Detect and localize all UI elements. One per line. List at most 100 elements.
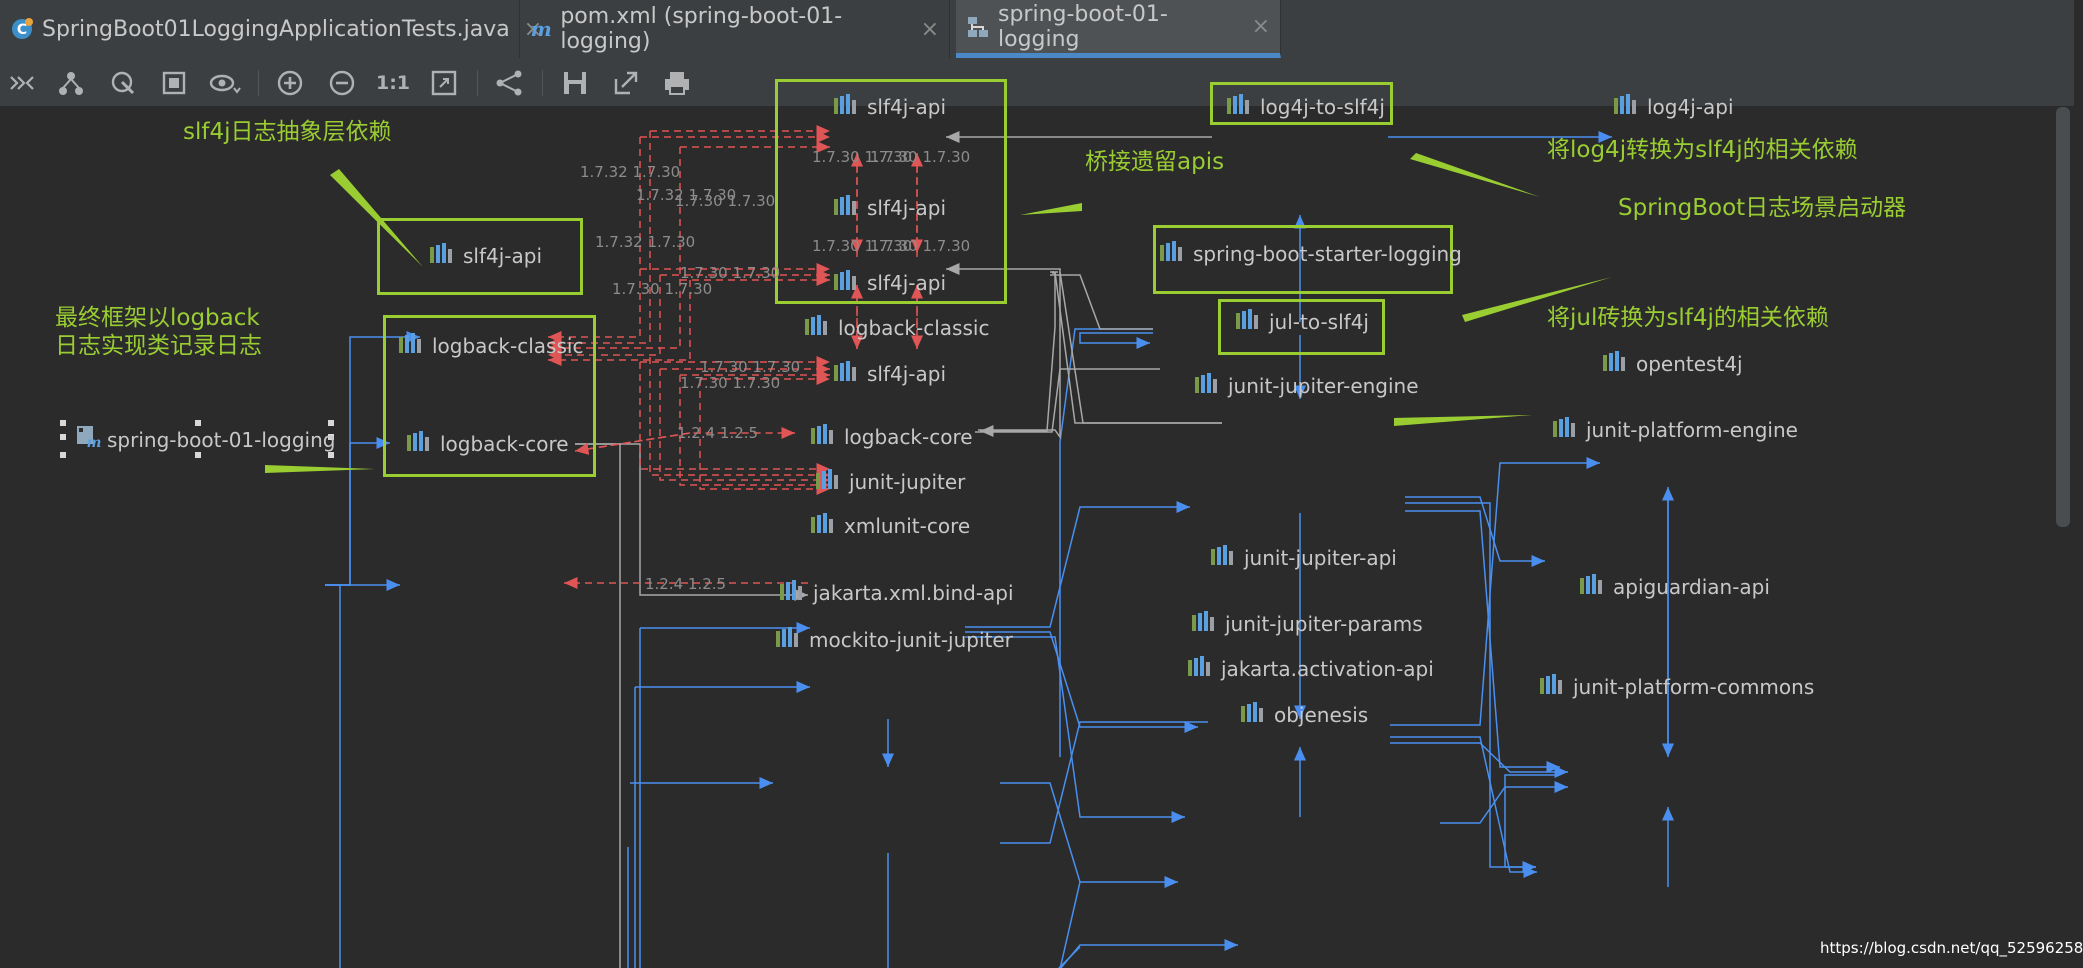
tab-label: pom.xml (spring-boot-01-logging) [560, 4, 843, 54]
node-mockito-junit-jupiter[interactable]: mockito-junit-jupiter [776, 627, 1013, 652]
export-icon[interactable] [609, 66, 643, 100]
maven-artifact-icon [816, 469, 842, 494]
fit-page-icon[interactable] [427, 66, 461, 100]
watermark-url: https://blog.csdn.net/qq_52596258 [1820, 939, 2083, 957]
svg-text:m: m [87, 435, 102, 451]
node-apiguardian-api[interactable]: apiguardian-api [1580, 574, 1770, 599]
node-root-module[interactable]: m spring-boot-01-logging [76, 425, 336, 454]
node-label: spring-boot-starter-logging [1193, 241, 1462, 266]
zoom-out-icon[interactable] [325, 66, 359, 100]
tab-springboot01-tests[interactable]: C SpringBoot01LoggingApplicationTests.ja… [0, 0, 542, 58]
highlight-box-logback [383, 315, 596, 477]
edge-label: 1.7.30 1.7.30 [612, 280, 713, 298]
maven-artifact-icon [407, 431, 433, 456]
vertical-scrollbar[interactable] [2056, 107, 2070, 527]
maven-artifact-icon [1227, 94, 1253, 119]
zoom-in-icon[interactable] [273, 66, 307, 100]
node-log4j-to-slf4j[interactable]: log4j-to-slf4j [1227, 94, 1385, 119]
node-slf4j-api-top[interactable]: slf4j-api [834, 94, 946, 119]
print-icon[interactable] [660, 66, 694, 100]
node-opentest4j[interactable]: opentest4j [1603, 351, 1743, 376]
node-label: logback-classic [432, 333, 584, 358]
annotation-logback-line2: 日志实现类记录日志 [55, 333, 262, 359]
node-label: junit-platform-engine [1586, 417, 1798, 442]
edge-label: 1.7.32 1.7.30 [595, 233, 696, 251]
node-logback-classic-dup[interactable]: logback-classic [805, 315, 989, 340]
annotation-jul-convert: 将jul砖换为slf4j的相关依赖 [1547, 305, 1829, 331]
node-log4j-api[interactable]: log4j-api [1614, 94, 1734, 119]
dependency-edges [265, 125, 1674, 968]
editor-tab-bar: C SpringBoot01LoggingApplicationTests.ja… [0, 0, 2074, 61]
node-label: opentest4j [1636, 351, 1743, 376]
highlight-box-jul-to-slf4j [1218, 299, 1385, 355]
maven-artifact-icon [834, 195, 860, 220]
node-objenesis[interactable]: objenesis [1241, 702, 1368, 727]
node-label: junit-jupiter [849, 469, 966, 494]
annotation-starter: SpringBoot日志场景启动器 [1618, 195, 1907, 221]
edge-label: 1.7.30 1.7.30 [812, 237, 913, 255]
tab-diagram[interactable]: spring-boot-01-logging × [956, 0, 1281, 58]
node-junit-jupiter-params[interactable]: junit-jupiter-params [1192, 611, 1423, 636]
node-junit-jupiter-api[interactable]: junit-jupiter-api [1211, 545, 1397, 570]
save-icon[interactable] [558, 66, 592, 100]
node-slf4j-api-bottom[interactable]: slf4j-api [834, 361, 946, 386]
node-logback-core[interactable]: logback-core [407, 431, 569, 456]
edge-label: 1.2.4 1.2.5 [645, 575, 727, 593]
diagram-icon [966, 15, 990, 39]
node-label: logback-core [440, 431, 569, 456]
node-jakarta-activation-api[interactable]: jakarta.activation-api [1188, 656, 1434, 681]
svg-text:C: C [17, 22, 27, 38]
node-junit-jupiter-engine[interactable]: junit-jupiter-engine [1195, 373, 1419, 398]
maven-artifact-icon [1614, 94, 1640, 119]
edge-label: 1.7.32 1.7.30 [580, 163, 681, 181]
module-icon: m [76, 425, 102, 454]
node-label: junit-jupiter-engine [1228, 373, 1419, 398]
close-icon[interactable]: × [920, 16, 939, 42]
edge-label: 1.2.4 1.2.5 [677, 424, 759, 442]
node-logback-core-dup[interactable]: logback-core [811, 424, 973, 449]
node-label: jul-to-slf4j [1269, 309, 1369, 334]
maven-artifact-icon [1188, 656, 1214, 681]
tab-label: spring-boot-01-logging [998, 1, 1168, 52]
actual-size-icon[interactable]: 1:1 [375, 72, 411, 94]
node-label: junit-jupiter-params [1225, 611, 1423, 636]
node-label: log4j-to-slf4j [1260, 94, 1385, 119]
maven-artifact-icon [1580, 574, 1606, 599]
node-xmlunit-core[interactable]: xmlunit-core [811, 513, 970, 538]
node-junit-jupiter[interactable]: junit-jupiter [816, 469, 965, 494]
close-icon[interactable]: × [523, 16, 543, 42]
node-junit-platform-commons[interactable]: junit-platform-commons [1540, 674, 1814, 699]
fit-content-icon[interactable] [157, 66, 191, 100]
node-slf4j-api-low[interactable]: slf4j-api [834, 270, 946, 295]
goto-node-icon[interactable] [106, 66, 140, 100]
node-label: mockito-junit-jupiter [809, 627, 1013, 652]
node-label: slf4j-api [867, 195, 947, 220]
node-label: slf4j-api [867, 270, 947, 295]
node-label: jakarta.activation-api [1221, 656, 1434, 681]
node-slf4j-api-mid[interactable]: slf4j-api [834, 195, 946, 220]
node-label: jakarta.xml.bind-api [813, 580, 1014, 605]
collapse-icon[interactable] [4, 66, 38, 100]
node-jakarta-xml-bind-api[interactable]: jakarta.xml.bind-api [780, 580, 1014, 605]
node-junit-platform-engine[interactable]: junit-platform-engine [1553, 417, 1798, 442]
view-icon[interactable] [208, 66, 242, 100]
node-label: logback-classic [838, 315, 990, 340]
node-label: slf4j-api [867, 361, 947, 386]
node-jul-to-slf4j[interactable]: jul-to-slf4j [1236, 309, 1369, 334]
maven-artifact-icon [1236, 309, 1262, 334]
hierarchy-icon[interactable] [54, 66, 88, 100]
maven-artifact-icon [834, 270, 860, 295]
node-logback-classic[interactable]: logback-classic [399, 333, 583, 358]
node-spring-boot-starter-logging[interactable]: spring-boot-starter-logging [1160, 241, 1462, 266]
highlight-box-bridges [775, 79, 1007, 304]
node-label: junit-jupiter-api [1244, 545, 1397, 570]
close-icon[interactable]: × [1251, 14, 1270, 39]
node-label: objenesis [1274, 702, 1369, 727]
tab-pom-xml[interactable]: m pom.xml (spring-boot-01-logging) × [520, 0, 950, 58]
share-icon[interactable] [492, 66, 526, 100]
maven-artifact-icon [811, 513, 837, 538]
maven-artifact-icon [1603, 351, 1629, 376]
dependency-diagram-canvas[interactable]: m spring-boot-01-logging slf4j-api logba… [0, 79, 2083, 968]
node-slf4j-api[interactable]: slf4j-api [430, 243, 542, 268]
node-label: log4j-api [1647, 94, 1734, 119]
